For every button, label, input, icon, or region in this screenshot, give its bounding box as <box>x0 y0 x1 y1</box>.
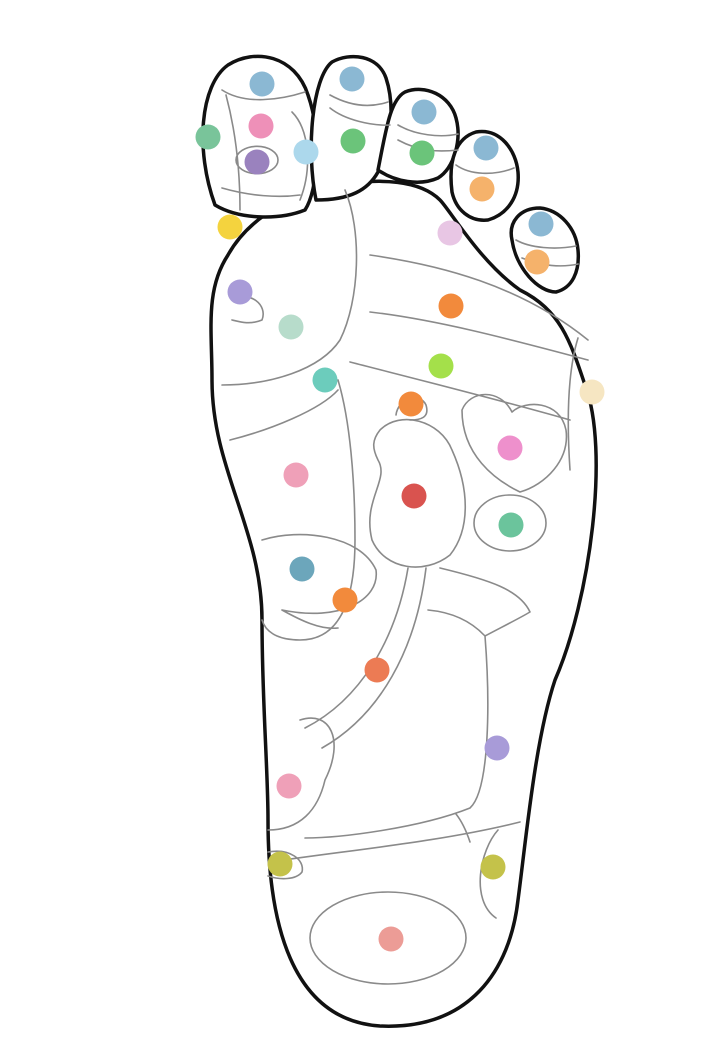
reflex-point-heel-right <box>480 854 506 880</box>
reflex-point-outer-oval <box>498 512 524 538</box>
toe-4-zone-lines <box>455 164 515 175</box>
reflex-point-inner-arch-top <box>278 314 304 340</box>
reflex-point-arch-small-loop <box>398 391 424 417</box>
toe-5-outline <box>509 206 581 294</box>
reflex-point-toe4-top <box>473 135 499 161</box>
reflex-point-heel-left <box>267 851 293 877</box>
toe-3-outline <box>376 87 460 184</box>
reflex-point-toe4-bottom <box>469 176 495 202</box>
reflex-point-big-toe-base <box>217 214 243 240</box>
reflex-point-kidney-zone <box>401 483 427 509</box>
reflex-point-big-toe-left <box>195 124 221 150</box>
reflex-point-big-toe-right <box>293 139 319 165</box>
reflex-point-inner-oval <box>289 556 315 582</box>
lower-arch-lines <box>267 567 531 919</box>
outer-oval-zone <box>473 494 547 552</box>
reflex-point-arch-upper <box>312 367 338 393</box>
reflex-point-inner-ball <box>227 279 253 305</box>
reflex-point-inner-lower <box>276 773 302 799</box>
reflex-point-ball-upper <box>437 220 463 246</box>
toe-2-zone-lines <box>329 94 391 126</box>
reflex-point-toe2-bottom <box>340 128 366 154</box>
reflex-point-tube-point <box>364 657 390 683</box>
toe-4-outline <box>449 129 520 222</box>
toe-2-outline <box>309 54 393 202</box>
reflex-point-ball-lower <box>428 353 454 379</box>
reflex-point-heel-center <box>378 926 404 952</box>
reflex-point-inner-arch-mid <box>283 462 309 488</box>
reflex-point-big-toe-inner <box>244 149 270 175</box>
reflex-point-ball-middle <box>438 293 464 319</box>
heel-center-zone <box>309 891 467 985</box>
sole-outline <box>209 179 598 1028</box>
reflex-point-toe5-bottom <box>524 249 550 275</box>
reflex-point-toe3-top <box>411 99 437 125</box>
reflex-points <box>195 66 605 952</box>
kidney-zone-outline <box>369 418 467 568</box>
heart-zone-outline <box>461 393 568 493</box>
reflex-point-outer-edge <box>579 379 605 405</box>
sole-zone-lines <box>221 189 589 641</box>
reflex-point-big-toe-top <box>249 71 275 97</box>
reflex-point-inner-oval-right <box>332 587 358 613</box>
reflex-point-big-toe-center <box>248 113 274 139</box>
reflex-point-outer-lower <box>484 735 510 761</box>
reflex-point-toe2-top <box>339 66 365 92</box>
reflex-point-toe5-top <box>528 211 554 237</box>
heel-left-loop <box>267 850 304 880</box>
reflex-point-heart-zone <box>497 435 523 461</box>
reflex-point-toe3-bottom <box>409 140 435 166</box>
